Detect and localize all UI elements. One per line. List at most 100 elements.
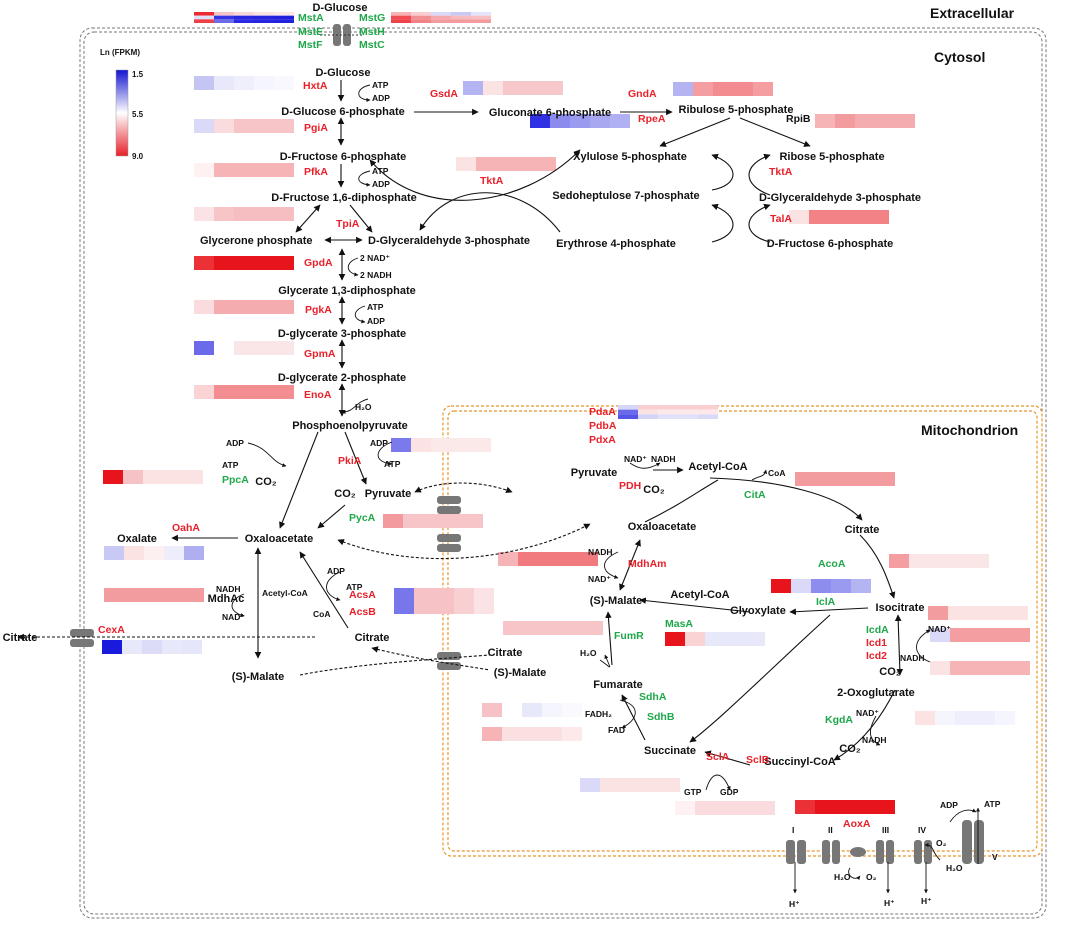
heatmap-cell [915, 711, 935, 725]
cytosol-boundary [79, 27, 1047, 919]
enzyme-sclA: SclA [706, 751, 730, 763]
enzyme-gpmA: GpmA [304, 348, 336, 360]
heatmap-cell [234, 119, 254, 133]
heatmap-cell [274, 163, 294, 177]
heatmap-cell [411, 19, 431, 23]
enzyme-acsB: AcsB [349, 606, 376, 618]
mitochondrion-boundary [442, 405, 1043, 857]
heatmap-cell [431, 15, 451, 20]
heatmap-cell [530, 114, 550, 128]
heatmap-cell [600, 778, 620, 792]
met-fumarate: Fumarate [593, 679, 643, 691]
heatmap-cell [391, 438, 411, 452]
heatmap-cell [523, 81, 543, 95]
cof-nad-mdh: NAD⁺ [588, 574, 611, 584]
heatmap-cell [1010, 661, 1030, 675]
cof-atp-acs: ATP [346, 582, 363, 592]
heatmap-cell [254, 341, 274, 355]
met-e4p: Erythrose 4-phosphate [556, 238, 676, 250]
met-oxoglutarate: 2-Oxoglutarate [837, 687, 915, 699]
heatmap-cell [411, 12, 431, 16]
heatmap-cell [431, 12, 451, 16]
cof-h2o-iv: H₂O [946, 863, 963, 873]
heatmap-cell [660, 778, 680, 792]
heatmap-cell [791, 579, 811, 593]
heatmap-cell [274, 119, 294, 133]
heatmap-cell [234, 15, 254, 20]
heatmap-cell [503, 81, 523, 95]
cof-adp3: ADP [367, 316, 385, 326]
metabolite-labels: D-Glucose D-Glucose D-Glucose 6-phosphat… [3, 2, 925, 768]
cof-h-complex4: H⁺ [921, 896, 932, 906]
heatmap-cell [451, 12, 471, 16]
met-malate-transport: (S)-Malate [494, 667, 547, 679]
complex-I-label: I [792, 825, 794, 835]
heatmap-cell [543, 81, 563, 95]
heatmap-pgkA [194, 300, 294, 314]
heatmap-cell [562, 727, 582, 741]
heatmap-hxtA [194, 76, 294, 90]
enzyme-mstE: MstE [298, 26, 323, 38]
met-dglucose: D-Glucose [315, 67, 370, 79]
heatmap-cell [875, 472, 895, 486]
legend-title: Ln (FPKM) [100, 48, 140, 57]
enzyme-sdhA: SdhA [639, 691, 667, 703]
heatmap-cell [214, 12, 234, 16]
heatmap-cell [214, 300, 234, 314]
heatmap-cell [835, 472, 855, 486]
heatmap-cell [831, 579, 851, 593]
cof-atp1: ATP [372, 80, 389, 90]
heatmap-cell [471, 15, 491, 20]
heatmap-cell [988, 606, 1008, 620]
enzyme-masA: MasA [665, 618, 693, 630]
transporter-citrate-malate [437, 652, 461, 670]
enzyme-icdA: IcdA [866, 624, 889, 636]
cof-nadh-icd: NADH [900, 653, 925, 663]
enzyme-tktA-2: TktA [769, 166, 793, 178]
heatmap-cell [214, 119, 234, 133]
heatmap-cell [214, 76, 234, 90]
heatmap-cell [811, 579, 831, 593]
heatmap-cell [254, 163, 274, 177]
cofactor-labels: ATP ADP ATP ADP 2 NAD⁺ 2 NADH ATP ADP H₂… [216, 80, 1001, 909]
cof-nad-mdhac: NAD⁺ [222, 612, 245, 622]
heatmap-cell [431, 19, 451, 23]
met-dglucose-ext: D-Glucose [312, 2, 367, 14]
heatmap-cell [558, 552, 578, 566]
heatmap-cell [184, 588, 204, 602]
heatmap-cell [463, 514, 483, 528]
cof-nad-pdh: NAD⁺ [624, 454, 647, 464]
heatmap-gsdA [463, 81, 563, 95]
heatmap-cell [496, 157, 516, 171]
heatmap-cell [930, 628, 950, 642]
heatmap-sclB [675, 801, 775, 815]
heatmap-cell [411, 15, 431, 20]
heatmap-cell [144, 546, 164, 560]
cof-nadh-mdh: NADH [588, 547, 613, 557]
heatmap-cell [451, 438, 471, 452]
heatmap-cell [124, 546, 144, 560]
heatmap-cell [562, 703, 582, 717]
met-s7p: Sedoheptulose 7-phosphate [552, 190, 699, 202]
met-isocitrate: Isocitrate [876, 602, 925, 614]
heatmap-cell [610, 114, 630, 128]
heatmap-cell [254, 300, 274, 314]
heatmap-cell [471, 12, 491, 16]
heatmap-cell [698, 409, 718, 415]
heatmap-cell [234, 19, 254, 23]
met-pg2: D-glycerate 2-phosphate [278, 372, 406, 384]
heatmap-cell [184, 546, 204, 560]
heatmap-cell [403, 514, 423, 528]
heatmap-cell [434, 588, 454, 614]
heatmap-cell [563, 621, 583, 635]
heatmap-cell [815, 472, 835, 486]
heatmap-cell [502, 727, 522, 741]
met-citrate-cytosol: Citrate [355, 632, 390, 644]
heatmap-cell [809, 210, 829, 224]
heatmap-cell [274, 19, 294, 23]
heatmap-cell [431, 438, 451, 452]
heatmap-cell [771, 579, 791, 593]
heatmap-cell [638, 414, 658, 419]
heatmap-cell [183, 470, 203, 484]
met-acetylcoa-mito: Acetyl-CoA [688, 461, 747, 473]
